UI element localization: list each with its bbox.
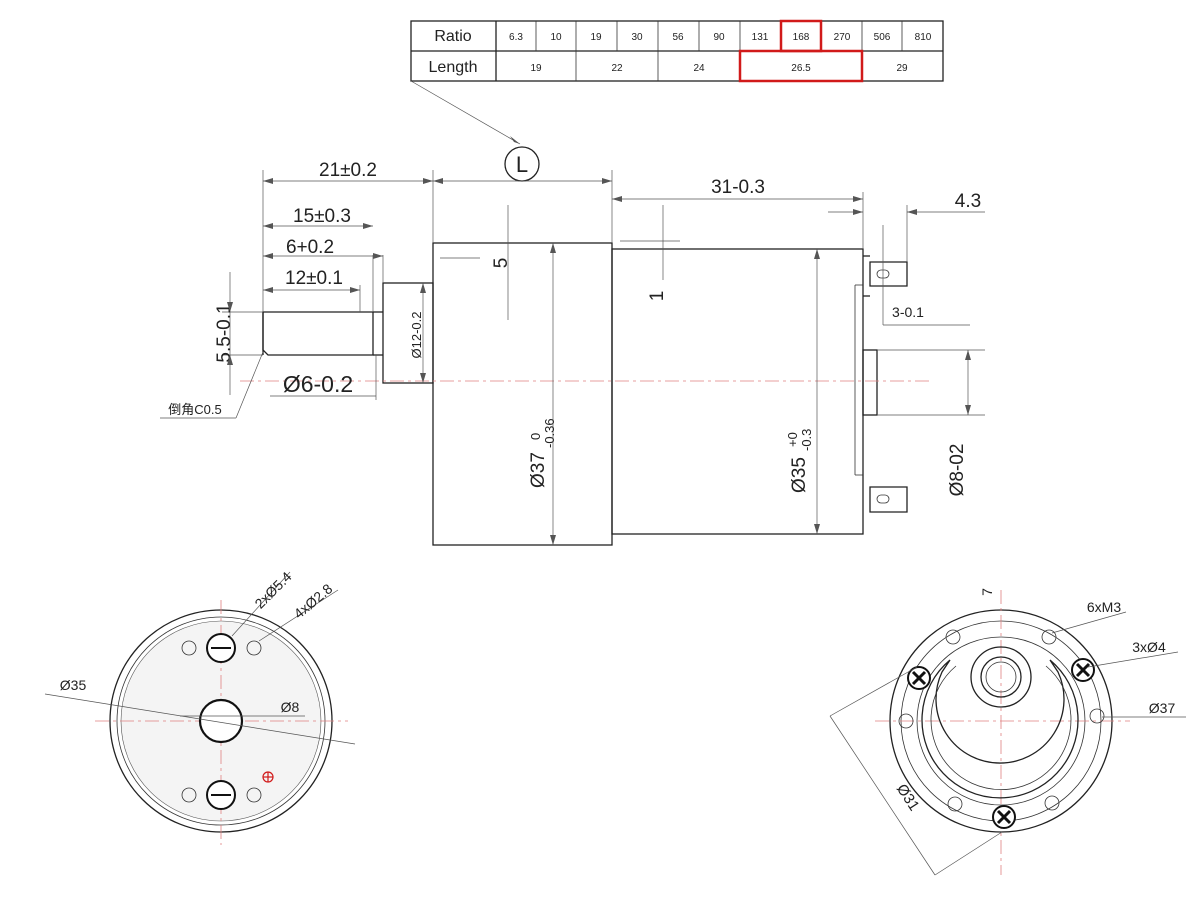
dim-phi35-lower: -0.3 (799, 429, 814, 451)
ratio-cell: 19 (590, 32, 602, 43)
front-boss (970, 646, 1032, 708)
rear-dim-4x: 4xØ2.8 (291, 580, 336, 621)
length-cell: 24 (693, 63, 705, 74)
ratio-cell: 6.3 (509, 32, 523, 43)
dim-phi37-lower: -0.36 (542, 418, 557, 448)
side-view: L 21±0.2 (160, 146, 985, 546)
dim-phi37: Ø37 (528, 452, 549, 488)
length-cell: 29 (896, 63, 908, 74)
length-cell: 22 (611, 63, 623, 74)
ratio-header: Ratio (434, 28, 471, 45)
terminal-top (869, 261, 908, 287)
dim-5-5: 5.5-0.1 (214, 303, 235, 362)
length-header: Length (429, 59, 478, 76)
gearbox-body (432, 242, 613, 546)
rear-dim-phi35: Ø35 (60, 677, 87, 693)
dim-15: 15±0.3 (293, 206, 351, 227)
dim-phi35-upper: +0 (785, 432, 800, 447)
ratio-cell: 131 (752, 32, 769, 43)
ratio-cell: 506 (874, 32, 891, 43)
ratio-cell: 56 (672, 32, 684, 43)
dim-21: 21±0.2 (319, 160, 377, 181)
shaft-collar (382, 282, 434, 384)
ratio-cell: 10 (550, 32, 562, 43)
table-leader-line (410, 80, 521, 145)
front-dim-phi37: Ø37 (1149, 700, 1176, 716)
dim-phi37-upper: 0 (528, 433, 543, 440)
front-dim-7: 7 (979, 588, 995, 596)
terminal-bottom (869, 486, 908, 513)
dim-phi35: Ø35 (789, 457, 810, 493)
front-dim-phi31: Ø31 (893, 781, 923, 814)
dim-1: 1 (647, 291, 668, 302)
front-dim-6xm3: 6xM3 (1087, 599, 1121, 615)
length-cell: 26.5 (791, 63, 811, 74)
chamfer-note: 倒角C0.5 (168, 402, 221, 417)
length-cell: 19 (530, 63, 542, 74)
dim-3: 3-0.1 (892, 304, 924, 320)
ratio-length-table: Ratio Length 6.3 10 19 30 56 90 131 168 … (410, 19, 944, 83)
dim-phi12: Ø12-0.2 (409, 312, 424, 359)
dimension-arrowheads (227, 178, 971, 545)
front-gear-cover (921, 659, 1079, 799)
dim-4-3: 4.3 (955, 191, 981, 212)
rear-dim-phi8: Ø8 (281, 699, 300, 715)
front-view: 6xM3 3xØ4 Ø37 7 Ø31 (829, 588, 1186, 876)
front-dim-3x4: 3xØ4 (1132, 639, 1166, 655)
dim-phi8: Ø8-02 (947, 444, 968, 497)
length-symbol: L (516, 152, 528, 177)
rear-dim-2x: 2xØ5.4 (251, 568, 294, 611)
dim-12: 12±0.1 (285, 268, 343, 289)
ratio-cell: 270 (834, 32, 851, 43)
rear-view: Ø35 Ø8 2xØ5.4 4xØ2.8 (44, 568, 356, 845)
ratio-cell: 30 (631, 32, 643, 43)
rear-center-hole (198, 698, 244, 744)
rear-boss (862, 349, 878, 416)
dim-5: 5 (491, 258, 512, 269)
output-shaft (262, 311, 374, 356)
ratio-cell: 810 (915, 32, 932, 43)
dim-6: 6+0.2 (286, 237, 334, 258)
dim-phi6: Ø6-0.2 (283, 371, 353, 397)
dim-31: 31-0.3 (711, 177, 765, 198)
ratio-cell: 168 (793, 32, 810, 43)
ratio-cell: 90 (713, 32, 725, 43)
highlight-length-26-5 (738, 49, 864, 83)
